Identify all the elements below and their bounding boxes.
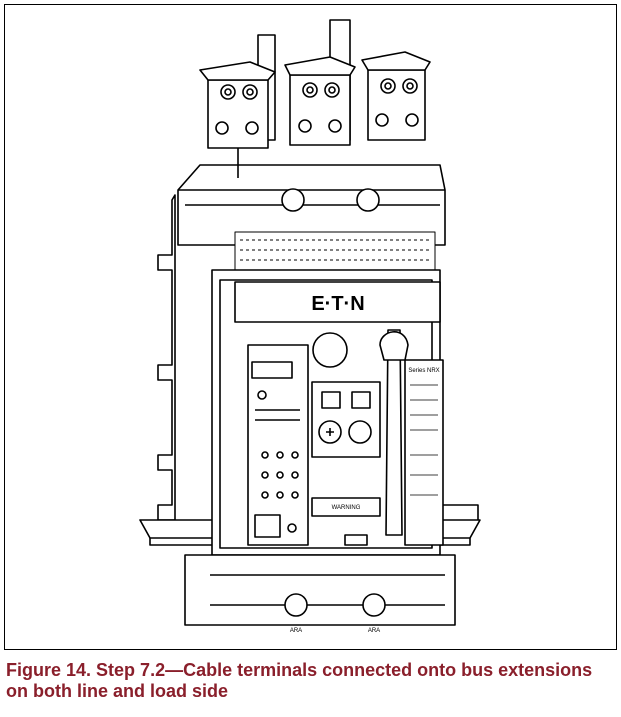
cassette-body [177,19,446,246]
terminal-tag-right: ARA [368,628,380,634]
terminal-tag-left: ARA [290,628,302,634]
caption-label: Figure 14. [6,660,92,680]
arc-chute-vents [234,231,436,271]
breaker-front: E·T·N WARNING Series NRX [211,269,444,556]
warning-label: WARNING [332,505,361,511]
cable-terminal-left [199,61,276,178]
circuit-breaker-illustration: E·T·N WARNING Series NRX [139,19,481,634]
cable-terminal-center [284,56,356,146]
series-label: Series NRX [408,368,439,374]
cable-terminal-right [361,51,431,141]
figure-frame [4,4,617,650]
brand-logo: E·T·N [311,293,364,315]
caption-text: Step 7.2—Cable terminals connected onto … [6,660,593,701]
figure-caption: Figure 14. Step 7.2—Cable terminals conn… [6,660,614,702]
lower-base: ARA ARA [184,554,456,634]
